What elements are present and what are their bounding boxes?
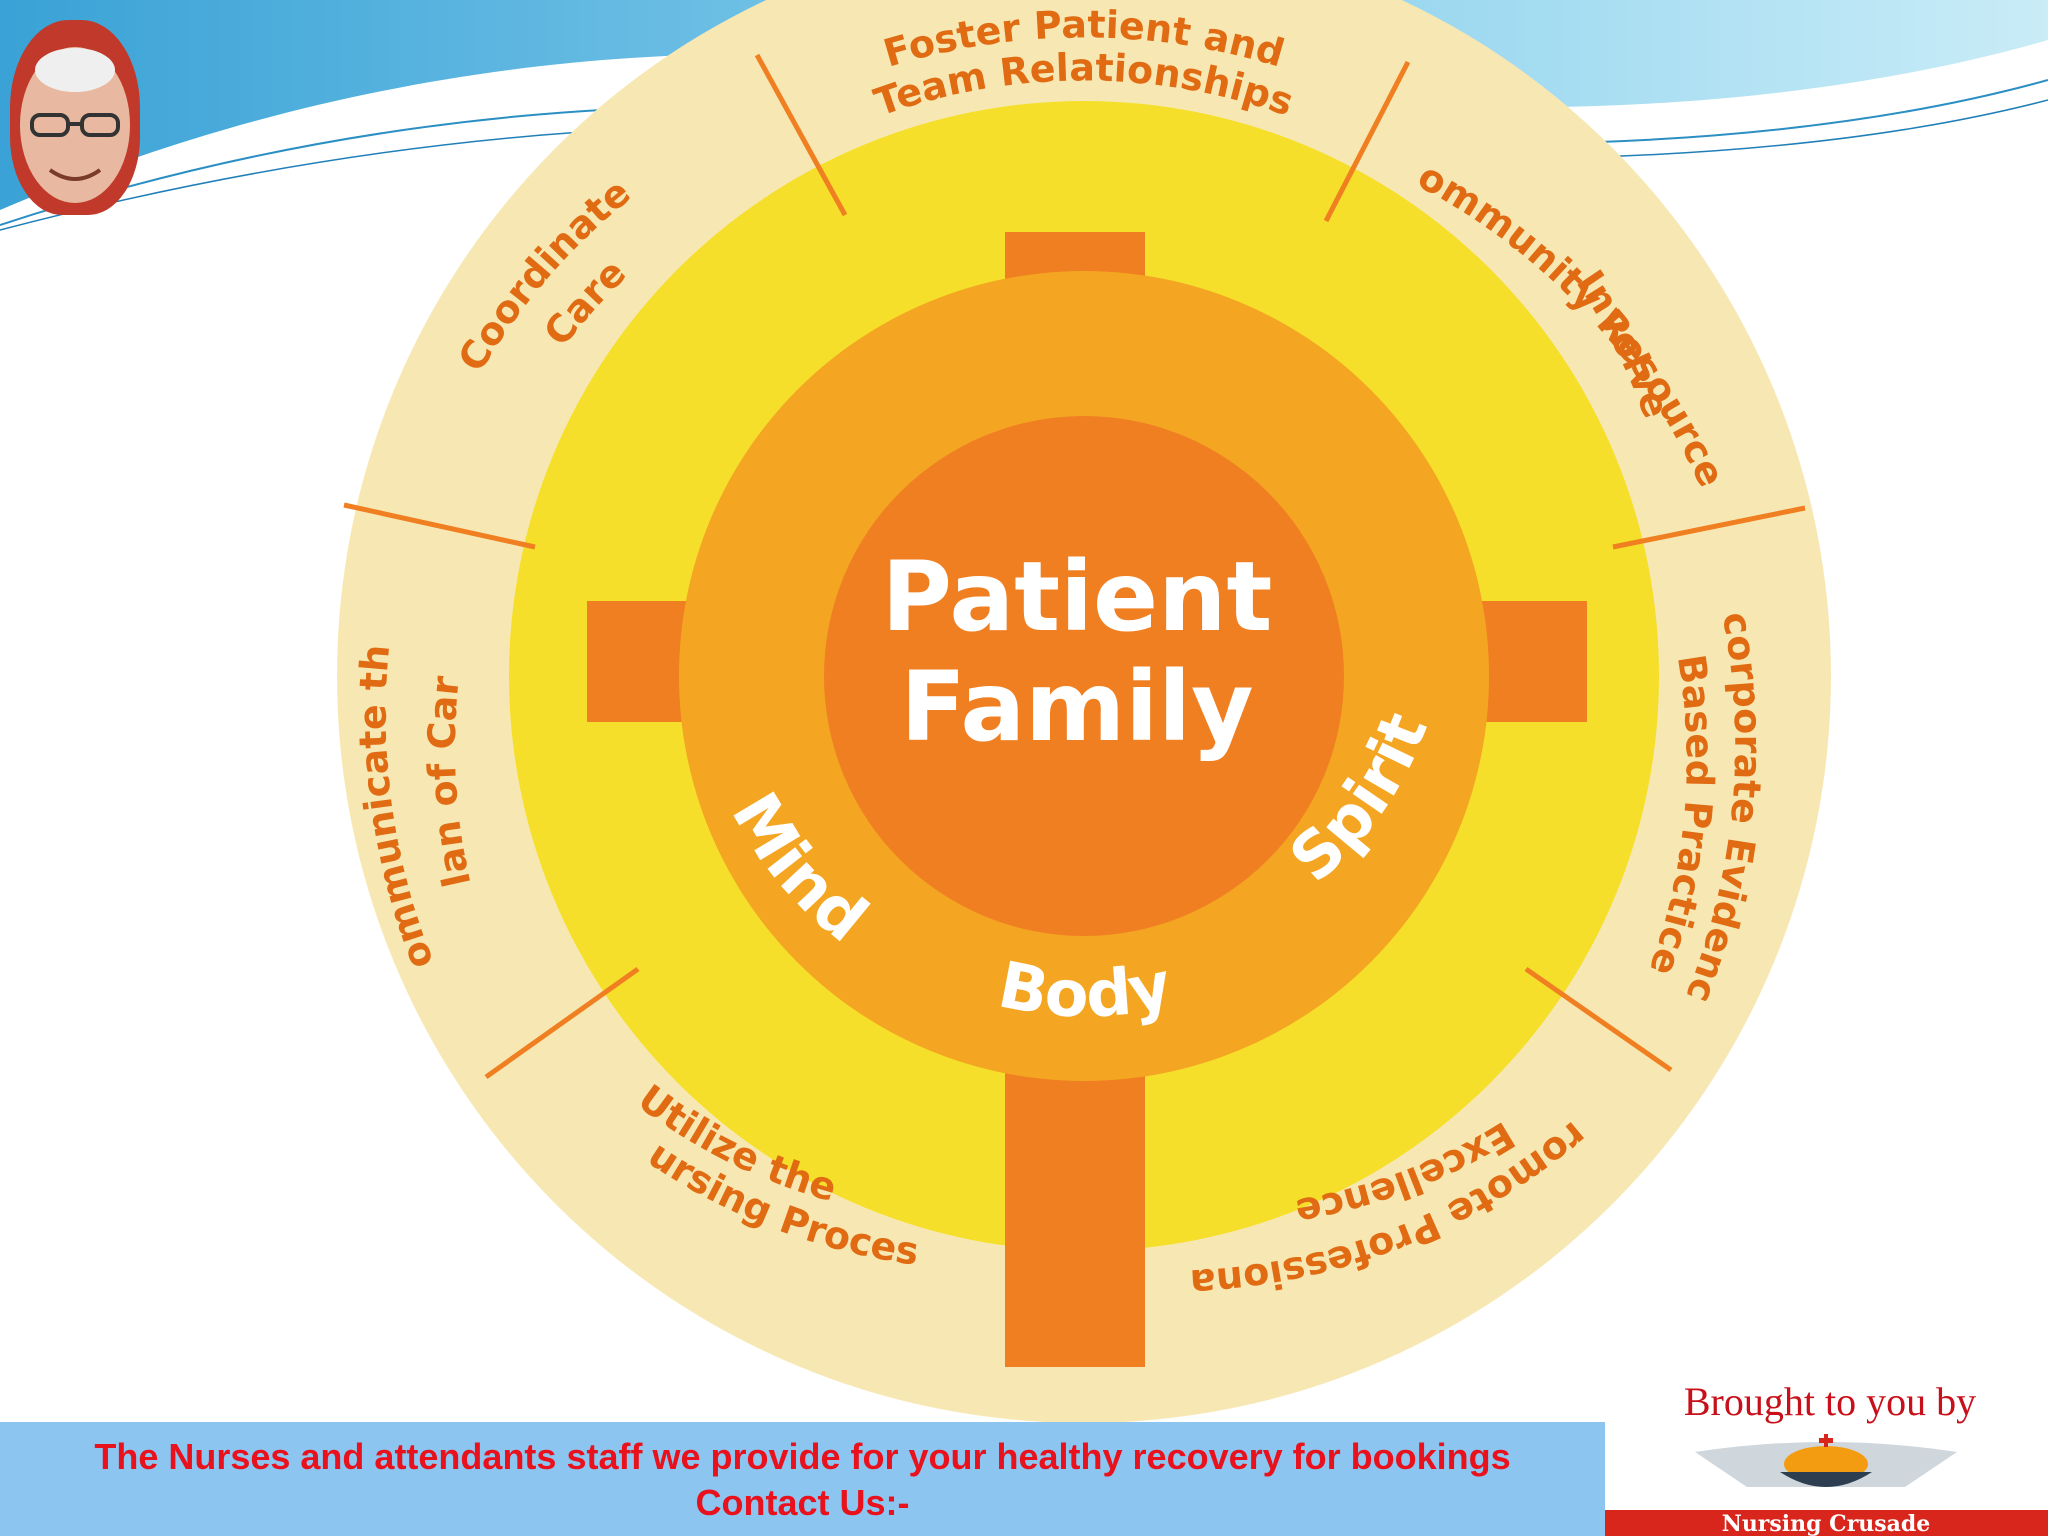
footer-contact-link[interactable]: Contact Us:-: [695, 1482, 910, 1523]
center-title-line2: Family: [900, 651, 1253, 763]
ring-word-body: Body: [993, 948, 1178, 1033]
center-title-line1: Patient: [882, 541, 1273, 653]
brand-logo: Nursing Crusade: [1605, 1432, 2048, 1536]
patient-core: [824, 416, 1344, 936]
avatar: [10, 20, 140, 215]
footer-text-line1: The Nurses and attendants staff we provi…: [94, 1436, 1511, 1477]
footer-banner: The Nurses and attendants staff we provi…: [0, 1422, 1605, 1536]
segment-dividers: [343, 53, 1806, 1080]
svg-text:Nursing Crusade: Nursing Crusade: [1722, 1511, 1931, 1536]
brought-by-text: Brought to you by: [1683, 1379, 1977, 1424]
